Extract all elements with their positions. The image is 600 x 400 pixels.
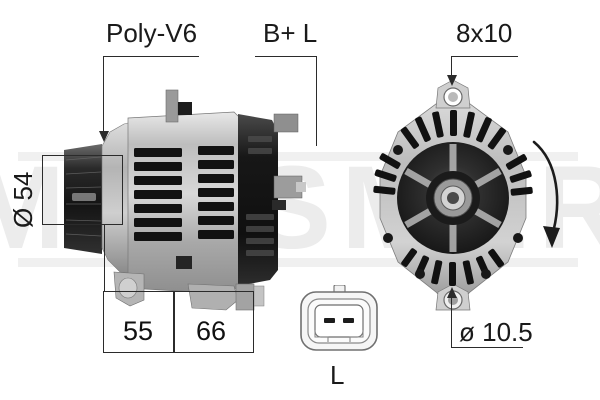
- rear-vent-ring: [373, 110, 533, 286]
- mounting-lugs: [113, 271, 265, 311]
- connector-plug-detail: [300, 285, 378, 351]
- callout-label-connector: L: [330, 360, 345, 390]
- watermark-bar-top: [18, 152, 578, 161]
- leader-arrow-hole-diameter: [447, 287, 457, 298]
- leader-arrow-8x10: [447, 75, 457, 86]
- leader-arrow-poly-v6: [99, 131, 109, 142]
- dimension-box-55: [103, 291, 175, 353]
- dimension-box-pulley-diameter: [42, 155, 123, 225]
- watermark-bar-bottom: [18, 258, 578, 267]
- callout-label-pulley-diameter: Ø 54: [8, 171, 38, 228]
- callout-label-poly-v6: Poly-V6: [106, 18, 198, 48]
- leader-line-8x10-vertical: [451, 56, 452, 76]
- dimension-box-66: [173, 291, 254, 353]
- leader-line-hole-diameter-vertical: [451, 297, 452, 347]
- side-view-alternator: [64, 89, 306, 311]
- leader-line-hole-diameter-horizontal: [451, 347, 523, 348]
- dimension-value-66: 66: [196, 316, 227, 346]
- pulley-groove-stack: [64, 144, 102, 254]
- case-bolt-heads: [383, 145, 523, 279]
- leader-line-poly-v6-vertical: [103, 56, 104, 132]
- cooling-slots-rear: [198, 146, 234, 239]
- cooling-slots-front: [134, 148, 182, 241]
- callout-label-terminals: B+ L: [263, 18, 318, 48]
- leader-line-terminals-horizontal: [255, 56, 317, 57]
- leader-line-poly-v6-horizontal: [103, 56, 199, 57]
- callout-label-mounting-bolt: 8x10: [456, 18, 513, 48]
- callout-label-hole-diameter: ø 10.5: [459, 317, 533, 347]
- rear-view-alternator: [373, 79, 533, 311]
- dimension-value-55: 55: [123, 316, 154, 346]
- rotation-direction-arrow: [532, 140, 560, 248]
- terminal-block: [272, 113, 306, 210]
- leader-line-terminals-vertical: [316, 56, 317, 146]
- leader-line-pulley-pointer: [104, 225, 105, 291]
- leader-line-8x10-horizontal: [451, 56, 518, 57]
